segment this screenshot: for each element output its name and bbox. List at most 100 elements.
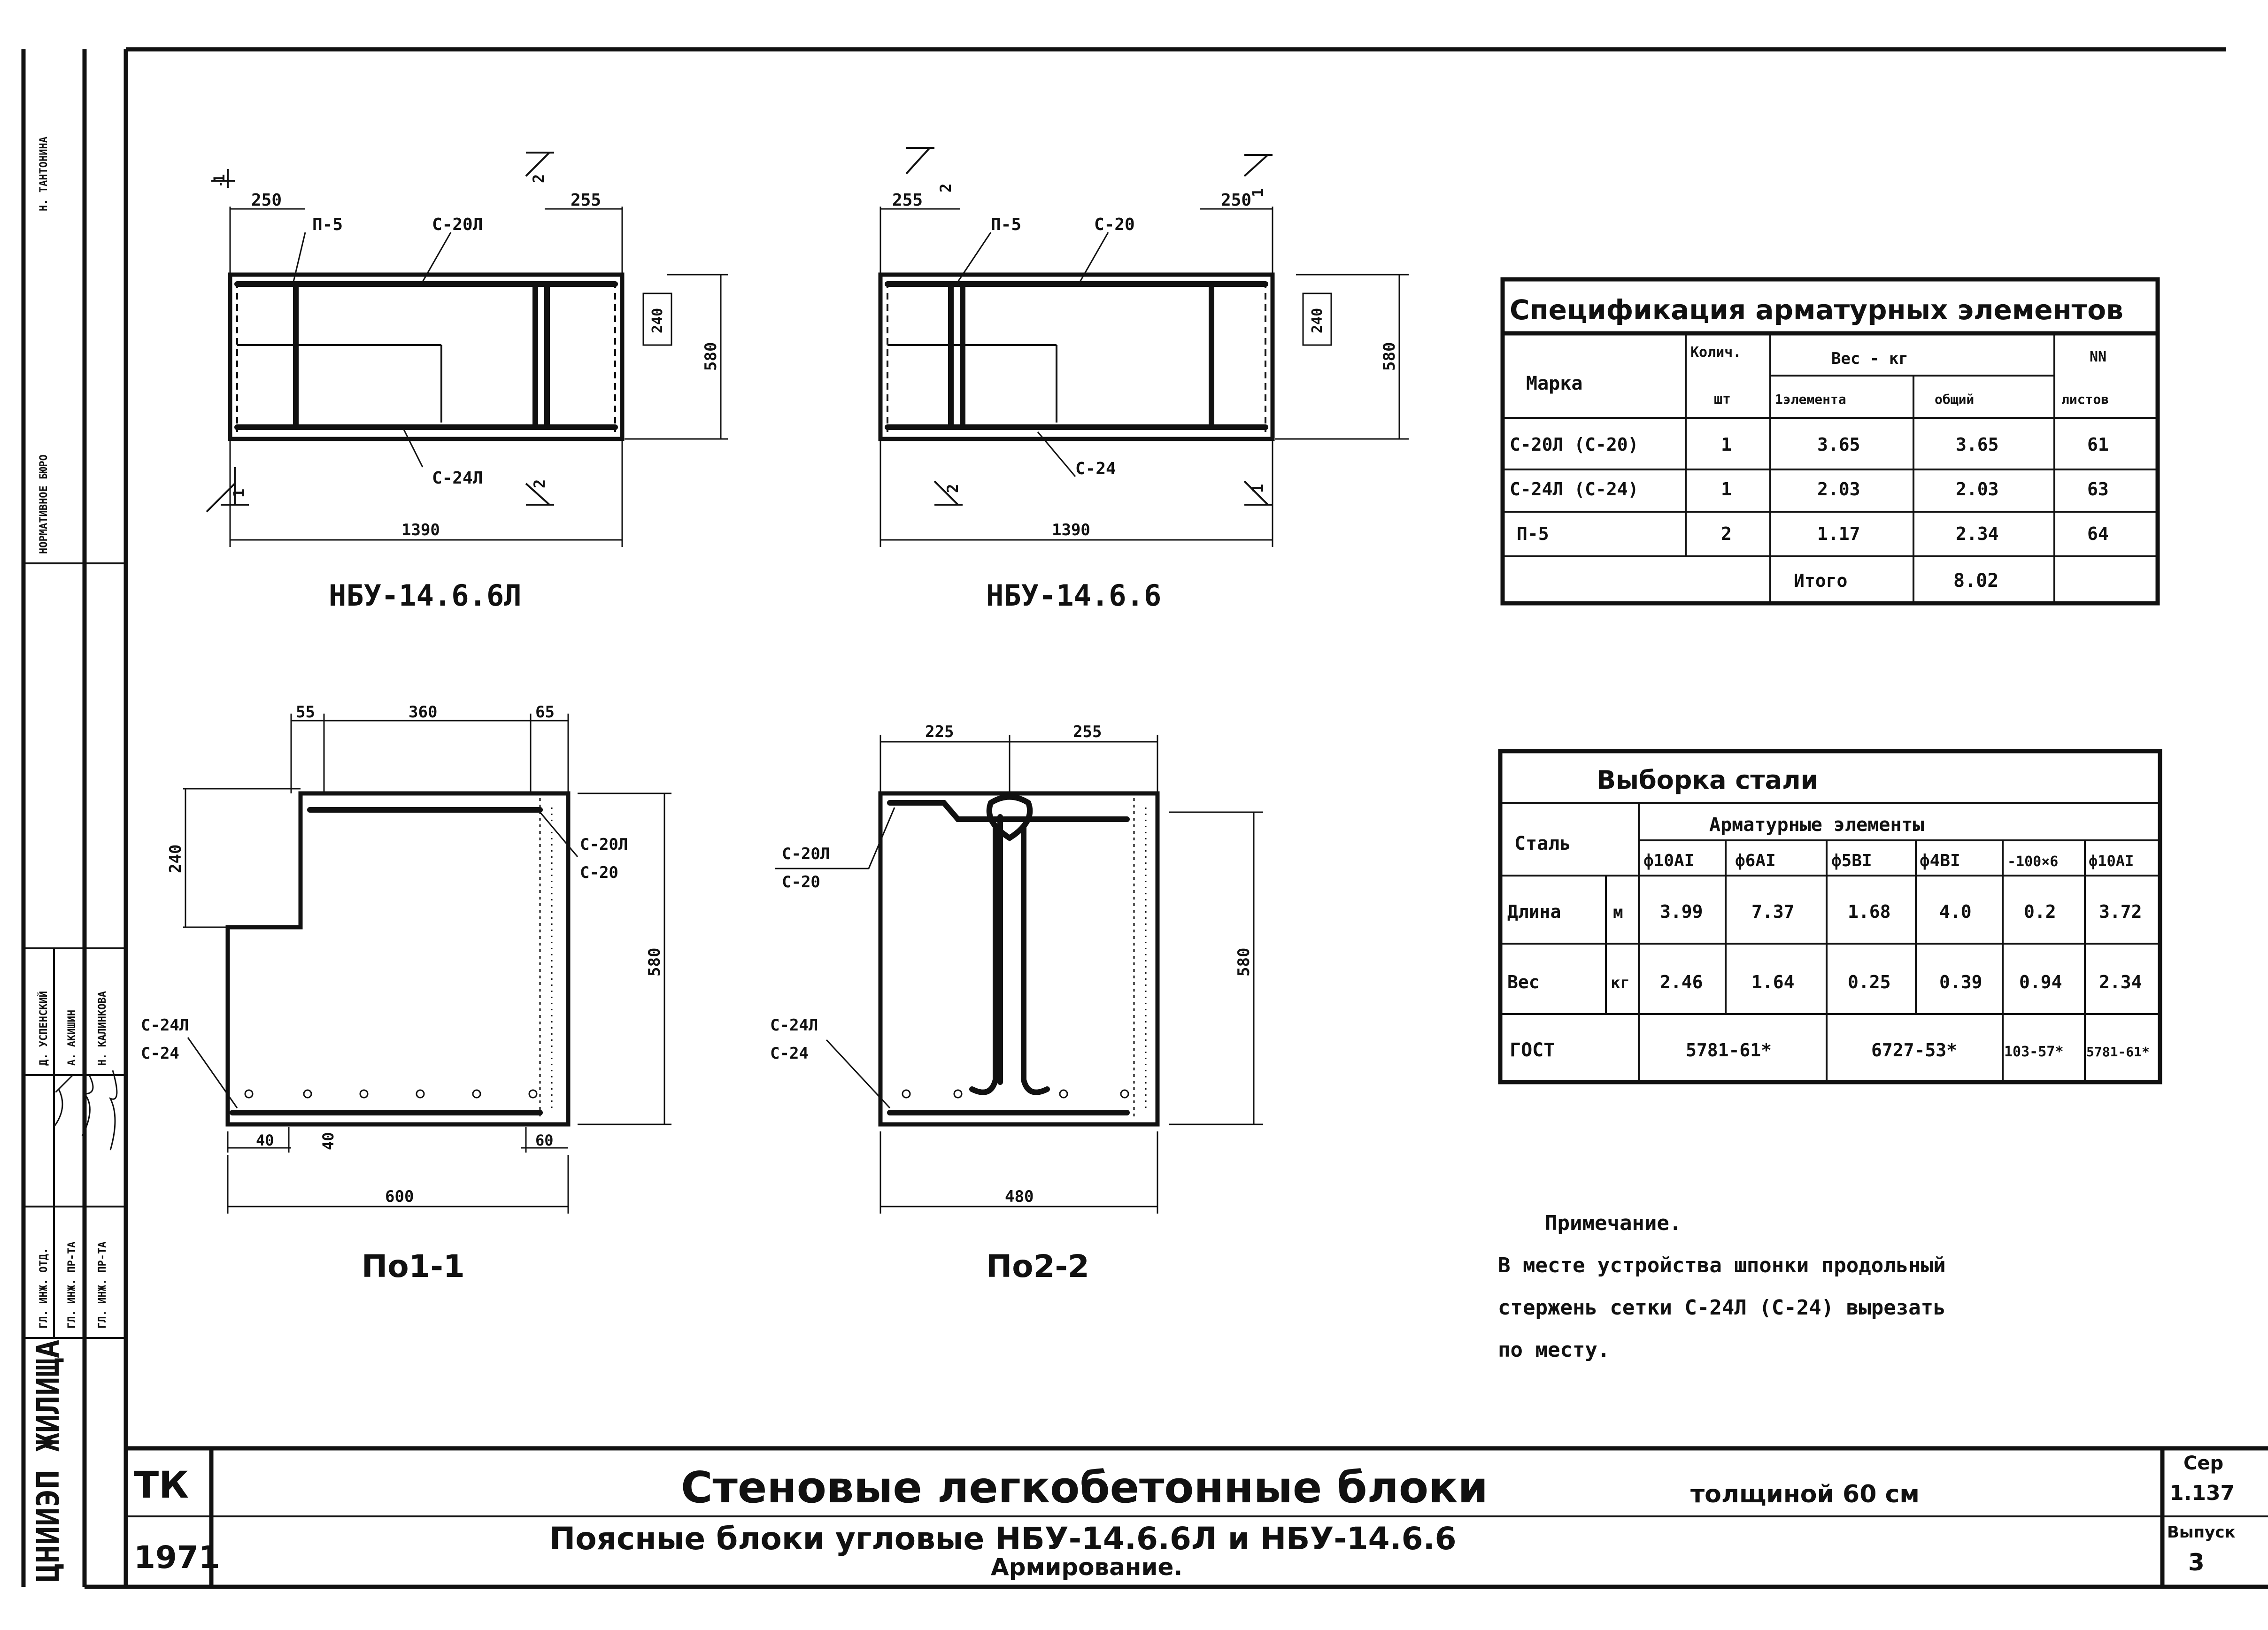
spec-r1-total: 3.65 [1956,434,1999,455]
spec-h-count-unit: шт [1714,391,1731,408]
steel-col-4: ф4ВI [1920,851,1960,870]
note-line-3: по месту. [1498,1338,1610,1362]
title-suffix: толщиной 60 см [1690,1480,1920,1508]
plan-left-dim-height: 580 [702,342,720,371]
steel-weight-label: Вес [1507,972,1540,992]
sheet-frame [85,47,2268,1589]
spec-r2-sheet: 63 [2087,479,2109,500]
sec2-dim-width: 480 [1005,1187,1034,1206]
sec1-dim-htop: 240 [166,845,185,873]
steel-gost-4: 5781-61* [2086,1044,2150,1060]
steel-label: Сталь [1514,833,1571,854]
note-line-2: стержень сетки С-24Л (С-24) вырезать [1498,1296,1946,1320]
steel-weight-2: 1.64 [1751,972,1795,992]
sec2-mark-bot-b: С-24 [770,1044,809,1063]
spec-h-weight: Вес - кг [1831,349,1908,368]
staff-role-1: ГЛ. ИНЖ. ОТД. [38,1248,50,1329]
title-main: Стеновые легкобетонные блоки [681,1462,1488,1513]
steel-gost-2: 6727-53* [1871,1040,1957,1061]
plan-left-sec-1: 1 [210,174,228,183]
sec2-caption: По2-2 [986,1248,1089,1284]
steel-col-6: ф10АI [2089,852,2134,870]
spec-h-per: 1элемента [1775,392,1846,407]
spec-h-sheets: NN [2090,349,2106,365]
staff-role-3: ГЛ. ИНЖ. ПР-ТА [97,1242,108,1329]
spec-h-sheets-unit: листов [2061,392,2109,407]
spec-footer-label: Итого [1794,570,1847,591]
plan-left-dim-small: 240 [649,308,666,333]
plan-right-dim-length: 1390 [1052,521,1090,539]
plan-right-link-mark: П-5 [991,215,1021,234]
plan-right-caption: НБУ-14.6.6 [986,578,1161,613]
steel-length-5: 0.2 [2024,901,2056,922]
steel-weight-1: 2.46 [1660,972,1703,992]
sec1-caption: По1-1 [362,1248,465,1284]
staff-name-1: Д. УСПЕНСКИЙ [38,991,50,1066]
spec-r3-mark: П-5 [1517,523,1549,544]
steel-gost-3: 103-57* [2004,1044,2063,1060]
sec1-dim-w2: 360 [409,703,437,722]
plan-left-dim-left: 250 [251,191,282,210]
series-value: 1.137 [2169,1481,2235,1505]
plan-right-dim-right: 250 [1221,191,1251,210]
title-block: ТК 1971 Стеновые легкобетонные блоки тол… [126,1448,2268,1587]
spec-title: Спецификация арматурных элементов [1510,294,2123,326]
sec1-dim-b3: 60 [535,1131,554,1149]
sec1-dim-b1: 40 [256,1131,274,1149]
sec2-mark-top-b: С-20 [782,873,820,892]
side-bureau-text: НОРМАТИВНОЕ БЮРО [38,454,50,554]
section-1-1: 55 360 65 240 580 С-20Л С-20 С-24Л С-24 … [141,703,671,1284]
side-stamp: НОРМАТИВНОЕ БЮРО Н. ТАНТОНИНА Д. УСПЕНСК… [21,49,126,1587]
plan-right-dim-height: 580 [1380,342,1399,371]
plan-right-sec-1: 2 [937,184,955,192]
plan-nbu-14-6-6l: 250 255 П-5 С-20Л С-24Л 1390 580 240 1 2… [206,152,728,613]
sec2-dim-w1: 225 [925,723,954,741]
spec-r2-per: 2.03 [1817,479,1860,500]
steel-length-unit: м [1613,903,1623,922]
spec-table: Спецификация арматурных элементов Марка … [1500,277,2160,606]
spec-r2-mark: С-24Л (С-24) [1510,479,1639,500]
plan-left-dim-right: 255 [571,191,601,210]
side-stamp-org: ЦНИИЭП ЖИЛИЩА [30,1339,66,1582]
plan-right-sec-4: 1 [1249,484,1267,493]
steel-weight-3: 0.25 [1848,972,1891,992]
steel-gost-1: 5781-61* [1686,1040,1772,1061]
steel-table: Выборка стали Арматурные элементы Сталь … [1498,749,2162,1084]
spec-r1-count: 1 [1721,434,1732,455]
spec-r3-per: 1.17 [1817,523,1860,544]
note-line-1: В месте устройства шпонки продольный [1498,1253,1946,1277]
plan-right-sec-3: 2 [944,484,962,493]
staff-name-3: Н. КАЛИНКОВА [97,991,108,1066]
plan-left-bottom-mark: С-24Л [432,469,483,488]
steel-weight-5: 0.94 [2019,972,2062,992]
plan-right-dim-small: 240 [1309,308,1326,333]
steel-length-3: 1.68 [1848,901,1891,922]
sec2-dim-w2: 255 [1073,723,1102,741]
sec1-mark-bot-b: С-24 [141,1044,179,1063]
sec2-dim-height: 580 [1234,948,1253,976]
plan-left-sec-4: 1 [230,489,248,498]
spec-r2-total: 2.03 [1956,479,1999,500]
spec-h-count: Колич. [1690,344,1741,361]
steel-length-6: 3.72 [2099,901,2142,922]
spec-r3-count: 2 [1721,523,1732,544]
sec2-mark-top-a: С-20Л [782,845,830,863]
spec-h-total: общий [1935,392,1974,407]
section-2-2: 225 255 580 С-20Л С-20 С-24Л С-24 480 По… [770,723,1263,1284]
plan-right-sec-2: 1 [1249,188,1267,197]
plan-left-top-mark: С-20Л [432,215,483,234]
staff-name-2: А. АКИШИН [66,1010,78,1066]
plan-left-link-mark: П-5 [312,215,343,234]
issue-label: Выпуск [2167,1523,2236,1542]
note-title: Примечание. [1545,1211,1682,1235]
sec1-mark-bot-a: С-24Л [141,1016,189,1035]
spec-r1-sheet: 61 [2087,434,2109,455]
title-org: ТК [134,1464,189,1507]
plan-left-dim-length: 1390 [401,521,440,539]
title-subtitle: Поясные блоки угловые НБУ-14.6.6Л и НБУ-… [549,1521,1457,1557]
steel-length-2: 7.37 [1751,901,1795,922]
steel-col-2: ф6АI [1735,851,1776,870]
signature-2 [81,1075,94,1137]
spec-r1-mark: С-20Л (С-20) [1510,434,1639,455]
steel-weight-unit: кг [1611,974,1630,992]
